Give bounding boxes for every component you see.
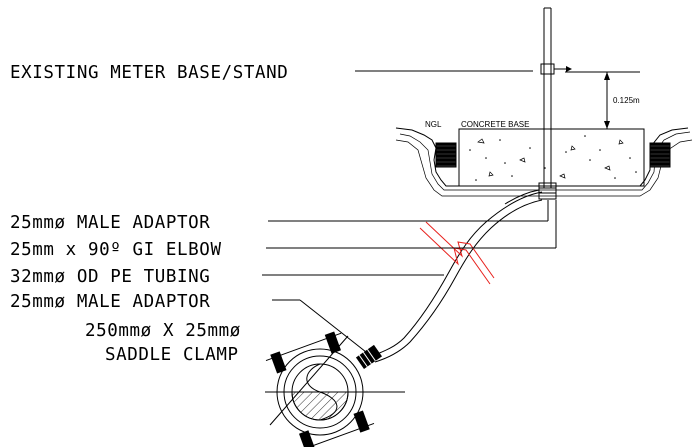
elbow-assembly [504,182,557,205]
meter-stand-pipe [540,7,572,188]
brick-right [649,142,671,168]
pe-tubing-label: 32mmø OD PE TUBING [10,267,210,287]
meter-base-label: EXISTING METER BASE/STAND [10,63,288,83]
saddle-clamp-label-1: 250mmø X 25mmø [85,321,241,341]
male-adaptor-bottom-label: 25mmø MALE ADAPTOR [10,292,210,312]
dimension-label: 0.125m [613,96,640,105]
gi-elbow-label: 25mm x 90º GI ELBOW [10,240,222,260]
dimension-0125 [565,71,640,130]
concrete-base-label: CONCRETE BASE [461,120,529,129]
leader-lines [262,70,557,353]
pe-tubing [371,191,543,363]
saddle-clamp [265,331,405,447]
brick-left [435,142,457,168]
ngl-label: NGL [425,120,442,129]
saddle-clamp-label-2: SADDLE CLAMP [105,345,239,365]
male-adaptor-top-label: 25mmø MALE ADAPTOR [10,213,210,233]
